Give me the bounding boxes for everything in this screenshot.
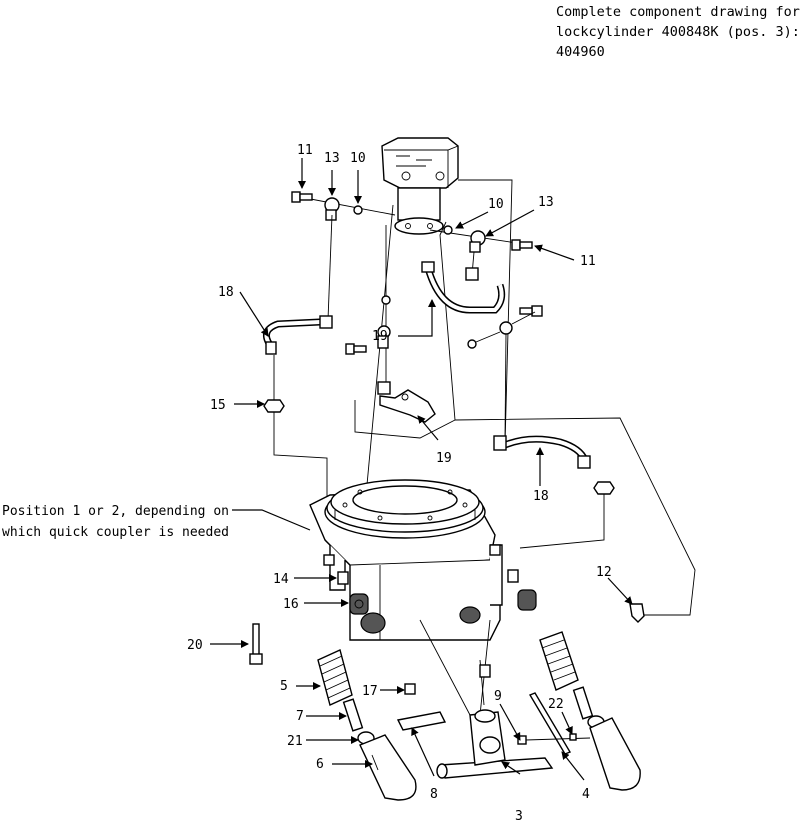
fitting-14 <box>337 571 349 585</box>
label-11-right: 11 <box>580 254 596 269</box>
note-line-1: Complete component drawing for <box>556 4 800 20</box>
note-line-2: lockcylinder 400848K (pos. 3): <box>556 24 800 40</box>
label-18-upper: 18 <box>218 285 234 300</box>
washer-10-left <box>353 205 363 215</box>
coupling-16-right <box>507 569 537 611</box>
label-15: 15 <box>210 398 226 413</box>
spring-5-right <box>539 631 579 691</box>
label-13-right: 13 <box>538 195 554 210</box>
label-9: 9 <box>494 689 502 704</box>
label-3: 3 <box>515 809 523 824</box>
bolt-11-right <box>511 239 533 251</box>
coupling-16 <box>349 593 369 615</box>
screw-9 <box>517 735 527 745</box>
label-21: 21 <box>287 734 303 749</box>
hose-18-lower <box>493 435 591 469</box>
banjo-fitting-middle <box>345 325 391 355</box>
bolt-20 <box>249 623 263 665</box>
pin-7-left <box>342 698 364 732</box>
spring-5-left <box>317 649 353 706</box>
connector-19-lower <box>377 381 436 423</box>
label-17: 17 <box>362 684 378 699</box>
drawing-reference-note: Complete component drawing for lockcylin… <box>556 2 800 62</box>
pin-8 <box>396 711 447 731</box>
label-14: 14 <box>273 572 289 587</box>
label-22: 22 <box>548 697 564 712</box>
label-18-lower: 18 <box>533 489 549 504</box>
hose-19-upper <box>421 261 506 314</box>
valve-block <box>381 137 459 235</box>
label-19-lower: 19 <box>436 451 452 466</box>
callout-position-line2: which quick coupler is needed <box>2 525 229 540</box>
label-7: 7 <box>296 709 304 724</box>
quick-coupler-body <box>309 479 503 641</box>
nut-18-lower <box>593 481 615 495</box>
note-line-3: 404960 <box>556 44 605 60</box>
nut-15 <box>263 399 285 413</box>
label-5: 5 <box>280 679 288 694</box>
label-20: 20 <box>187 638 203 653</box>
label-16: 16 <box>283 597 299 612</box>
label-13-left: 13 <box>324 151 340 166</box>
label-10-left: 10 <box>350 151 366 166</box>
callout-position-line1: Position 1 or 2, depending on <box>2 504 229 519</box>
lock-pin-6-right <box>589 717 641 791</box>
bolt-11-left <box>291 191 313 203</box>
banjo-fitting-13-left <box>324 197 340 221</box>
banjo-fitting-13-right <box>469 230 486 253</box>
label-10-right: 10 <box>488 197 504 212</box>
label-11-left: 11 <box>297 143 313 158</box>
grease-nipple-17 <box>404 683 416 695</box>
hose-18-upper <box>262 315 333 355</box>
label-19-upper: 19 <box>372 329 388 344</box>
label-4: 4 <box>582 787 590 802</box>
elbow-9 <box>479 664 491 678</box>
pin-22 <box>569 733 577 741</box>
washer-middle <box>381 295 391 305</box>
lock-cylinder-3 <box>436 709 554 779</box>
elbow-12 <box>629 603 645 623</box>
label-12: 12 <box>596 565 612 580</box>
label-8: 8 <box>430 787 438 802</box>
pin-7-right <box>572 686 594 720</box>
lock-pin-6-left <box>359 734 417 801</box>
washer-10-right <box>443 225 453 235</box>
label-6: 6 <box>316 757 324 772</box>
